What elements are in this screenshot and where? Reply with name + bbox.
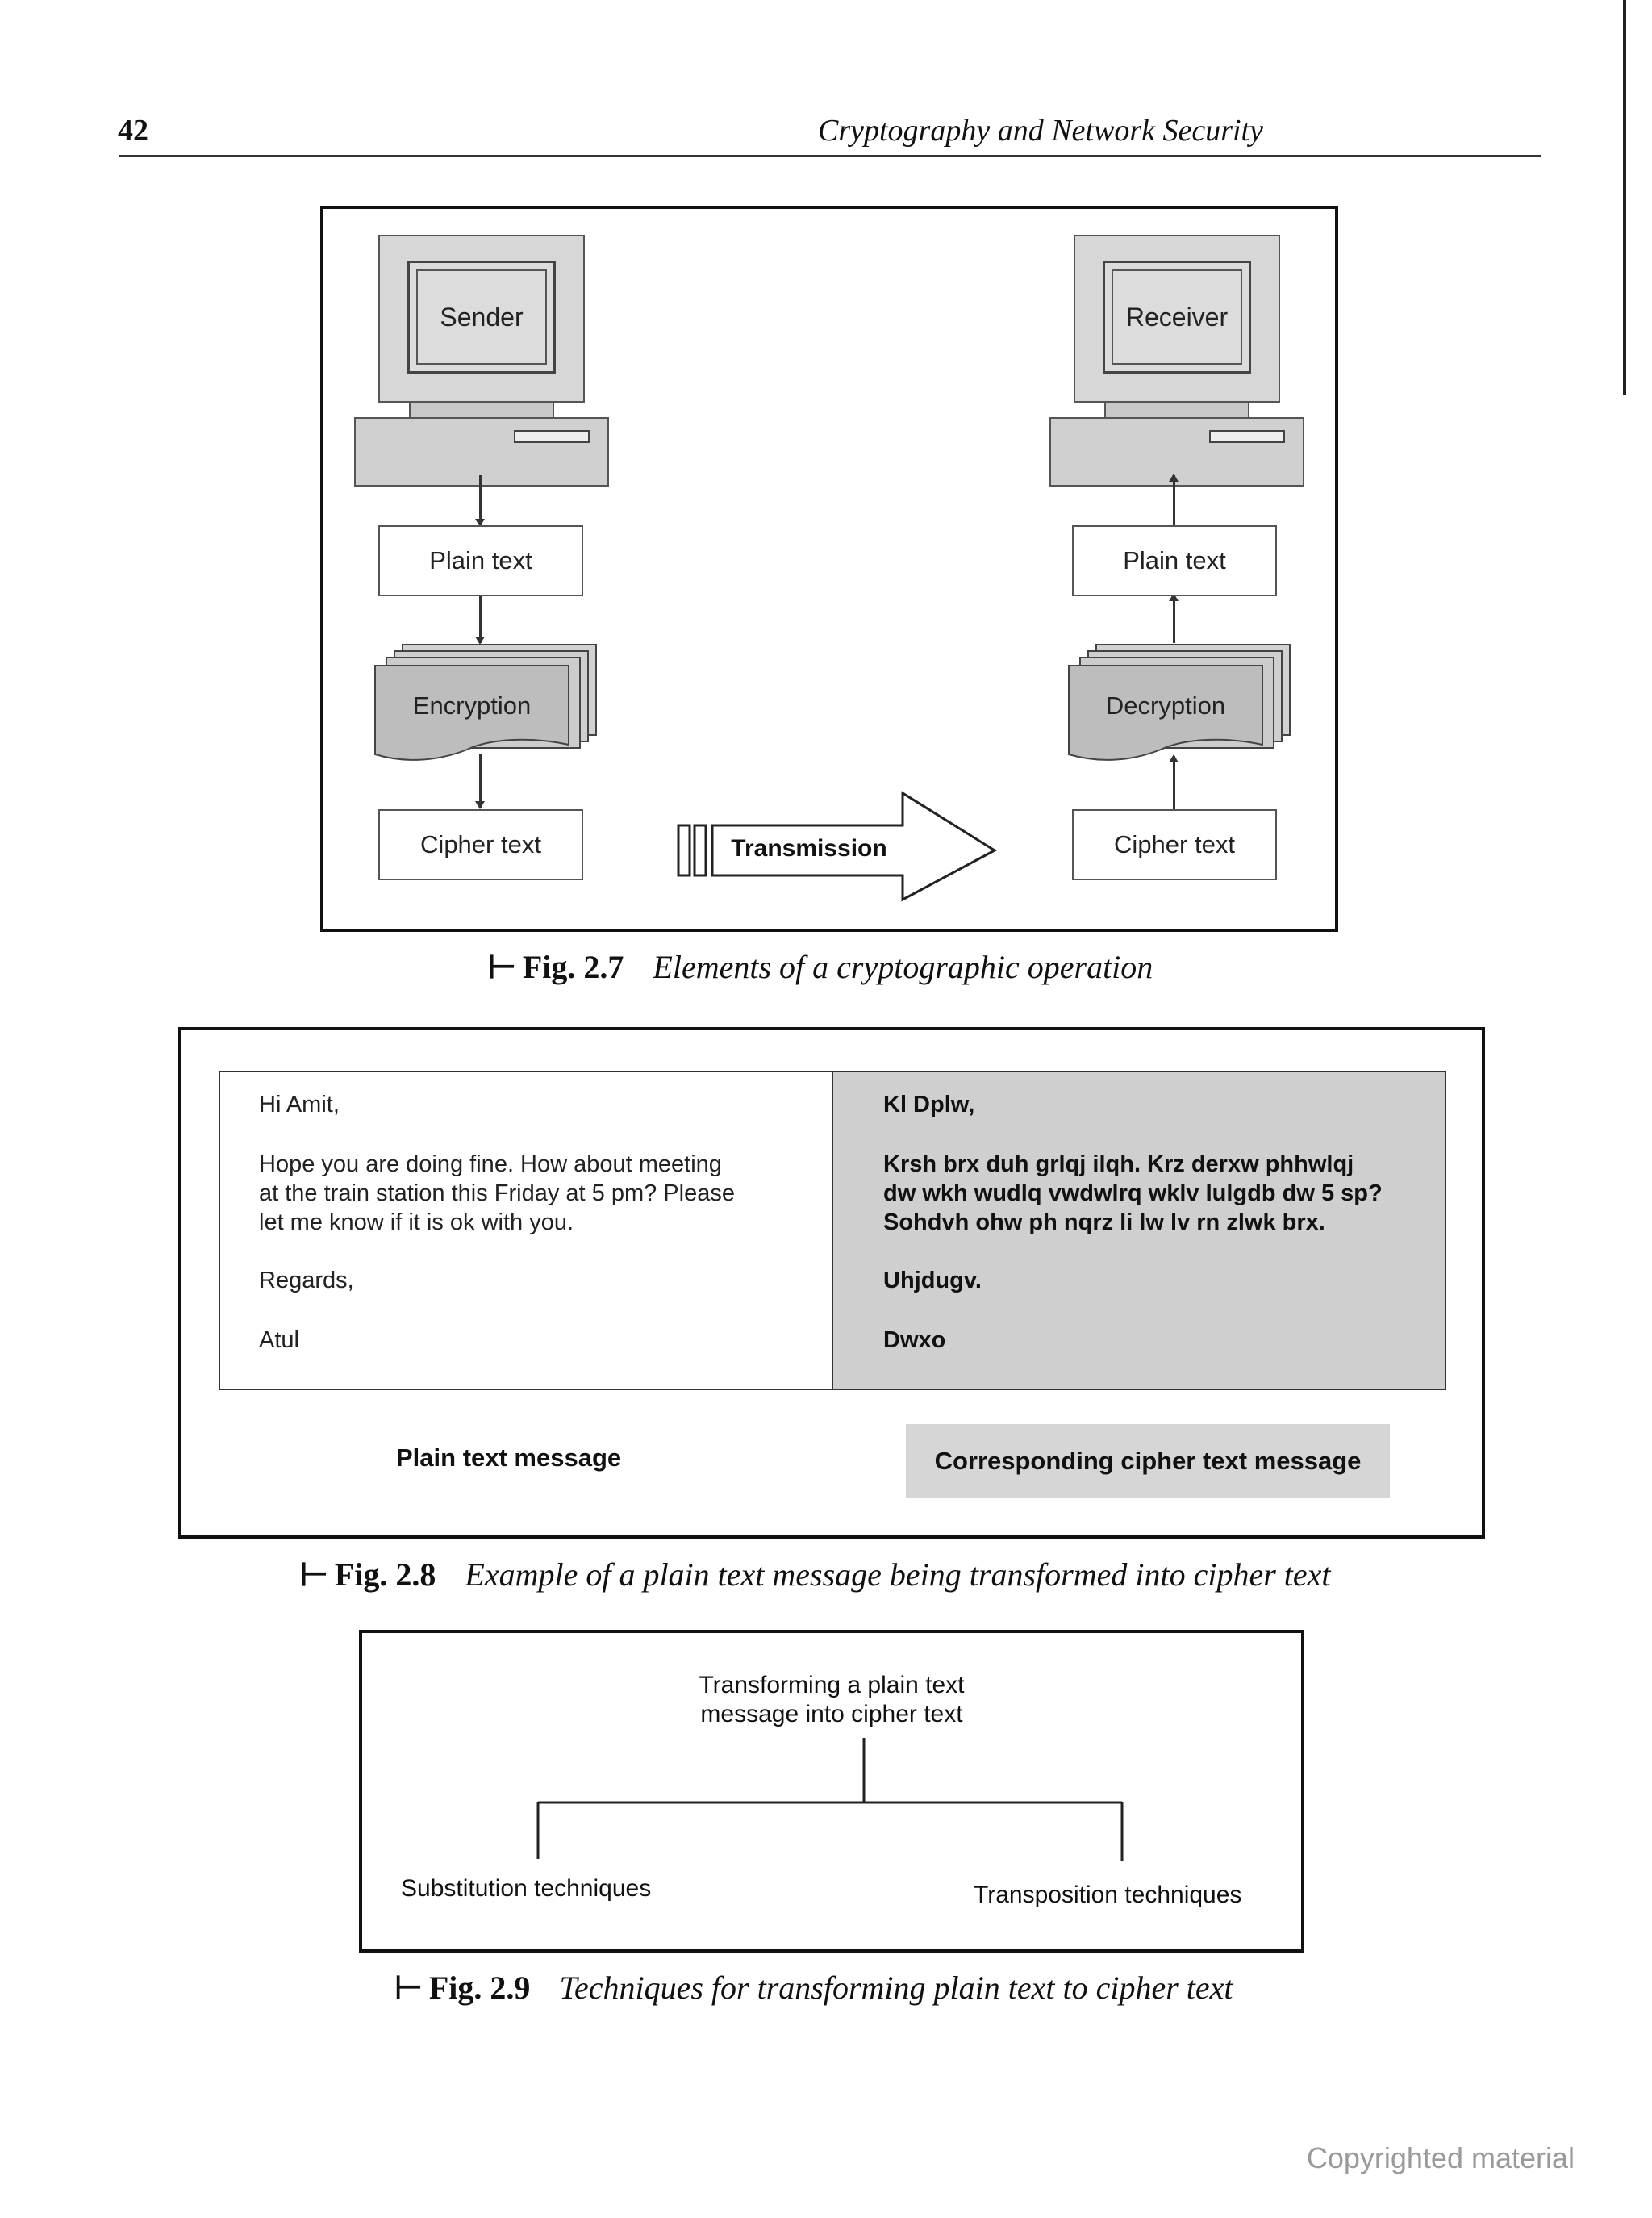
plain-body-line: Hope you are doing fine. How about meeti… (259, 1151, 722, 1177)
cipher-signature: Dwxo (883, 1327, 946, 1353)
caption-marker-icon: ⊢ (394, 1970, 423, 2006)
transmission-label: Transmission (731, 835, 887, 862)
cipher-body-line: dw wkh wudlq vwdwlrq wklv Iulgdb dw 5 sp… (883, 1180, 1383, 1206)
plain-signature: Atul (259, 1327, 299, 1353)
caption-text: Elements of a cryptographic operation (653, 949, 1153, 985)
caption-number: Fig. 2.7 (522, 949, 624, 985)
figure-2-7: Sender Receiver Plain text Plain text En… (320, 206, 1338, 932)
transmission-arrow-icon: Transmission (674, 790, 1012, 903)
cipher-body-line: Krsh brx duh grlqj ilqh. Krz derxw phhwl… (883, 1151, 1354, 1177)
plain-text-panel: Hi Amit, Hope you are doing fine. How ab… (219, 1071, 833, 1390)
connector-up (1169, 593, 1179, 643)
encryption-label: Encryption (412, 691, 532, 720)
connector-up (1169, 474, 1179, 527)
figure-2-7-caption: ⊢Fig. 2.7 Elements of a cryptographic ope… (488, 948, 1153, 986)
connector-down (475, 593, 485, 645)
tree-root-line: Transforming a plain text (699, 1672, 965, 1698)
cipher-text-message-label: Corresponding cipher text message (934, 1447, 1362, 1475)
running-title: Cryptography and Network Security (818, 114, 1263, 148)
transposition-techniques-node: Transposition techniques (974, 1882, 1242, 1908)
caption-marker-icon: ⊢ (300, 1557, 328, 1593)
page-edge-mark (1623, 0, 1626, 395)
tree-root-line: message into cipher text (700, 1701, 963, 1727)
connector-down (475, 475, 485, 527)
figure-2-8-caption: ⊢Fig. 2.8 Example of a plain text message… (300, 1556, 1331, 1594)
figure-2-8: Hi Amit, Hope you are doing fine. How ab… (178, 1027, 1485, 1539)
plain-text-message-label: Plain text message (396, 1443, 622, 1472)
encryption-document-stack-icon: Encryption (370, 641, 604, 762)
caption-marker-icon: ⊢ (488, 950, 516, 985)
substitution-techniques-node: Substitution techniques (401, 1875, 652, 1902)
plain-body-line: let me know if it is ok with you. (259, 1209, 574, 1235)
caption-text: Techniques for transforming plain text t… (559, 1969, 1233, 2006)
cipher-text-message-label-box: Corresponding cipher text message (906, 1424, 1390, 1498)
page-number: 42 (118, 114, 148, 148)
plain-greeting: Hi Amit, (259, 1092, 340, 1117)
plain-closing: Regards, (259, 1268, 354, 1293)
receiver-plain-text-box: Plain text (1072, 525, 1277, 596)
figure-2-9: Transforming a plain text message into c… (359, 1630, 1304, 1953)
connector-up (1169, 754, 1179, 809)
cipher-text-panel: Kl Dplw, Krsh brx duh grlqj ilqh. Krz de… (832, 1071, 1446, 1390)
connector-down (475, 754, 485, 809)
caption-number: Fig. 2.9 (428, 1969, 531, 2006)
header-rule (119, 155, 1541, 157)
cipher-greeting: Kl Dplw, (883, 1092, 975, 1117)
plain-body-line: at the train station this Friday at 5 pm… (259, 1180, 735, 1206)
receiver-cipher-text-box: Cipher text (1072, 809, 1277, 880)
figure-2-9-caption: ⊢Fig. 2.9 Techniques for transforming pla… (394, 1969, 1233, 2007)
caption-text: Example of a plain text message being tr… (465, 1556, 1331, 1593)
sender-label: Sender (416, 269, 547, 365)
receiver-label: Receiver (1112, 269, 1242, 365)
caption-number: Fig. 2.8 (334, 1556, 436, 1593)
copyright-watermark: Copyrighted material (1306, 2141, 1575, 2174)
tree-connectors (536, 1738, 1124, 1861)
decryption-label: Decryption (1105, 691, 1226, 720)
cipher-body-line: Sohdvh ohw ph nqrz li lw lv rn zlwk brx. (883, 1209, 1325, 1235)
cipher-closing: Uhjdugv. (883, 1268, 982, 1293)
sender-plain-text-box: Plain text (378, 525, 583, 596)
decryption-document-stack-icon: Decryption (1064, 641, 1298, 762)
sender-cipher-text-box: Cipher text (378, 809, 583, 880)
